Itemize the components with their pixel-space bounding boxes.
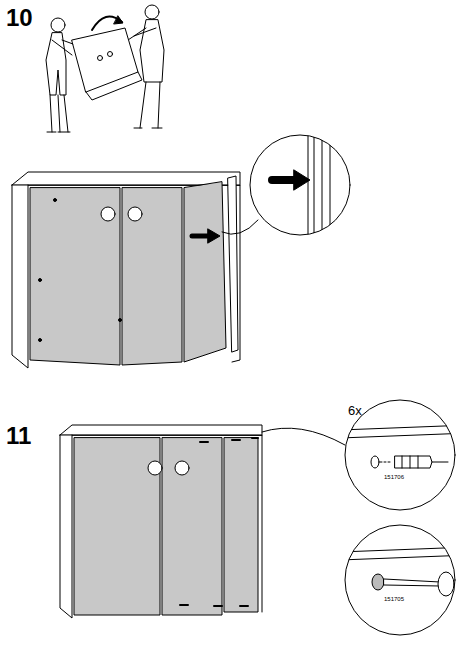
step-number: 10 — [6, 6, 33, 30]
cabinet-step-11 — [60, 425, 345, 618]
part-number: 151706 — [384, 474, 404, 480]
people-figure — [46, 5, 164, 132]
detail-callout-11 — [340, 400, 467, 635]
cabinet-step-10 — [12, 172, 258, 368]
quantity-label: 6x — [348, 404, 362, 417]
part-number: 151705 — [384, 596, 404, 602]
detail-callout-10 — [250, 120, 350, 250]
step-number: 11 — [6, 424, 31, 448]
